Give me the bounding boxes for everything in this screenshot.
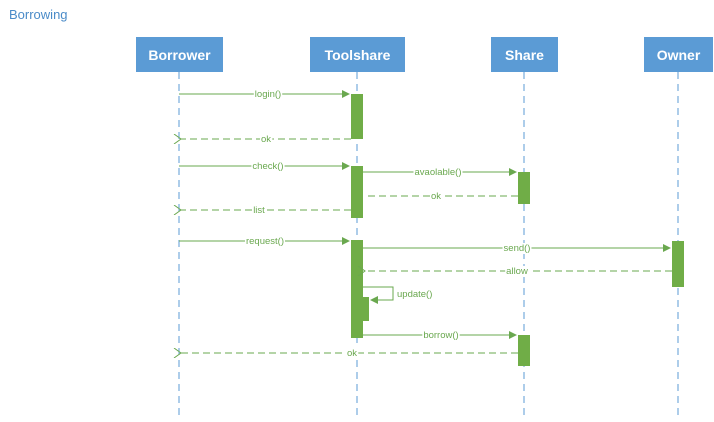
actor-borrower: Borrower (136, 37, 223, 72)
label-background (244, 236, 286, 247)
message-update-label: update() (397, 289, 432, 300)
message-ok3-label: ok (347, 348, 357, 359)
message-borrow-label: borrow() (423, 330, 458, 341)
actor-toolshare: Toolshare (310, 37, 405, 72)
message-update-arrow (363, 286, 394, 304)
message-check-label: check() (252, 161, 283, 172)
actor-owner: Owner (644, 37, 713, 72)
label-background (253, 89, 283, 100)
message-login-label: login() (255, 89, 281, 100)
label-background (422, 330, 460, 341)
activation-owner-send (672, 241, 684, 287)
label-background (251, 161, 285, 172)
label-background (502, 243, 532, 254)
actor-share: Share (491, 37, 558, 72)
label-background (413, 167, 463, 178)
message-list-label: list (253, 205, 265, 216)
message-avaolable-label: avaolable() (415, 167, 462, 178)
activation-toolshare-request (351, 240, 363, 338)
label-background (345, 348, 359, 359)
diagram-title: Borrowing (9, 7, 68, 22)
message-ok1-label: ok (261, 134, 271, 145)
activation-toolshare-update (359, 297, 369, 321)
label-background (259, 134, 273, 145)
message-ok2-label: ok (431, 191, 441, 202)
message-send-label: send() (504, 243, 531, 254)
message-allow-label: allow (506, 266, 528, 277)
message-request-label: request() (246, 236, 284, 247)
label-background (505, 266, 529, 277)
label-background (429, 191, 443, 202)
activation-toolshare-login (351, 94, 363, 139)
activation-share-available (518, 172, 530, 204)
activation-share-borrow (518, 335, 530, 366)
label-background (252, 205, 267, 216)
label-background (396, 289, 434, 300)
activation-toolshare-check (351, 166, 363, 218)
